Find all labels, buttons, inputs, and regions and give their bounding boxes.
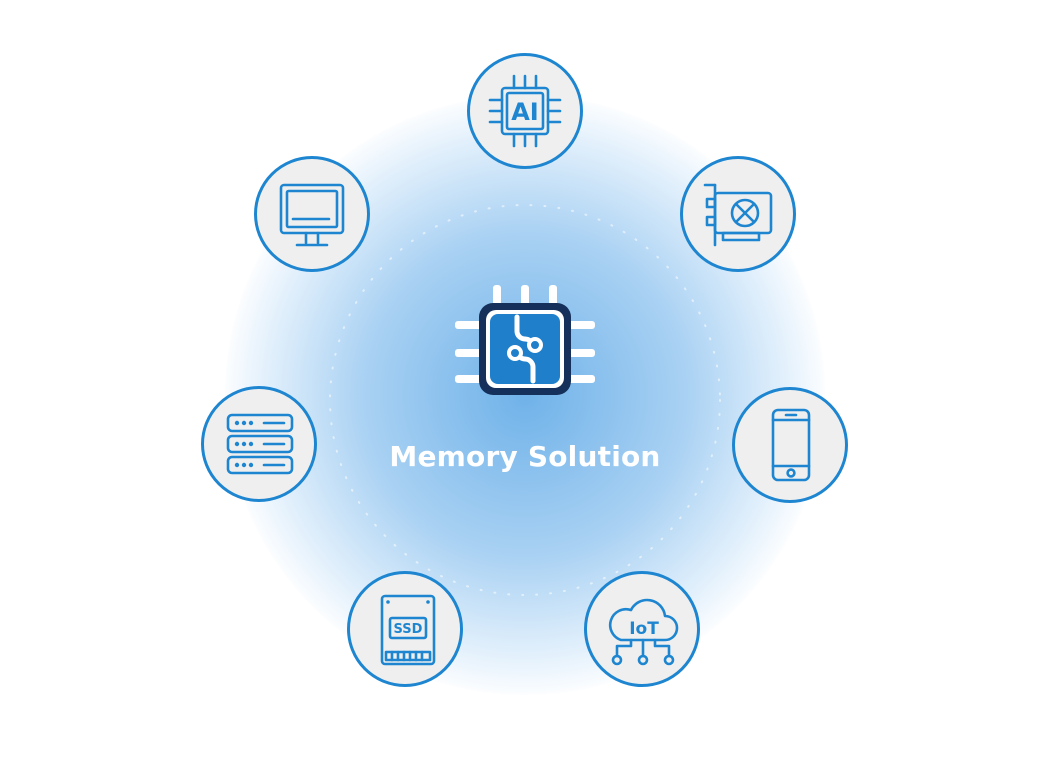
node-ssd: SSD [347, 571, 463, 687]
node-smartphone [732, 387, 848, 503]
monitor-icon [279, 183, 345, 247]
iot-cloud-icon: IoT [608, 598, 679, 666]
graphics-card-icon [703, 183, 773, 247]
node-monitor [254, 156, 370, 272]
ai-chip-icon: AI [488, 74, 562, 148]
iot-label: IoT [629, 619, 659, 639]
node-iot: IoT [584, 571, 700, 687]
memory-chip-icon [455, 285, 595, 395]
node-ai: AI [467, 53, 583, 169]
node-graphics-card [680, 156, 796, 272]
node-server [201, 386, 317, 502]
server-rack-icon [226, 413, 294, 475]
ssd-icon: SSD [380, 594, 436, 666]
ssd-label: SSD [394, 622, 423, 637]
ai-label: AI [511, 98, 539, 126]
smartphone-icon [771, 408, 811, 482]
center-title: Memory Solution [389, 440, 661, 473]
